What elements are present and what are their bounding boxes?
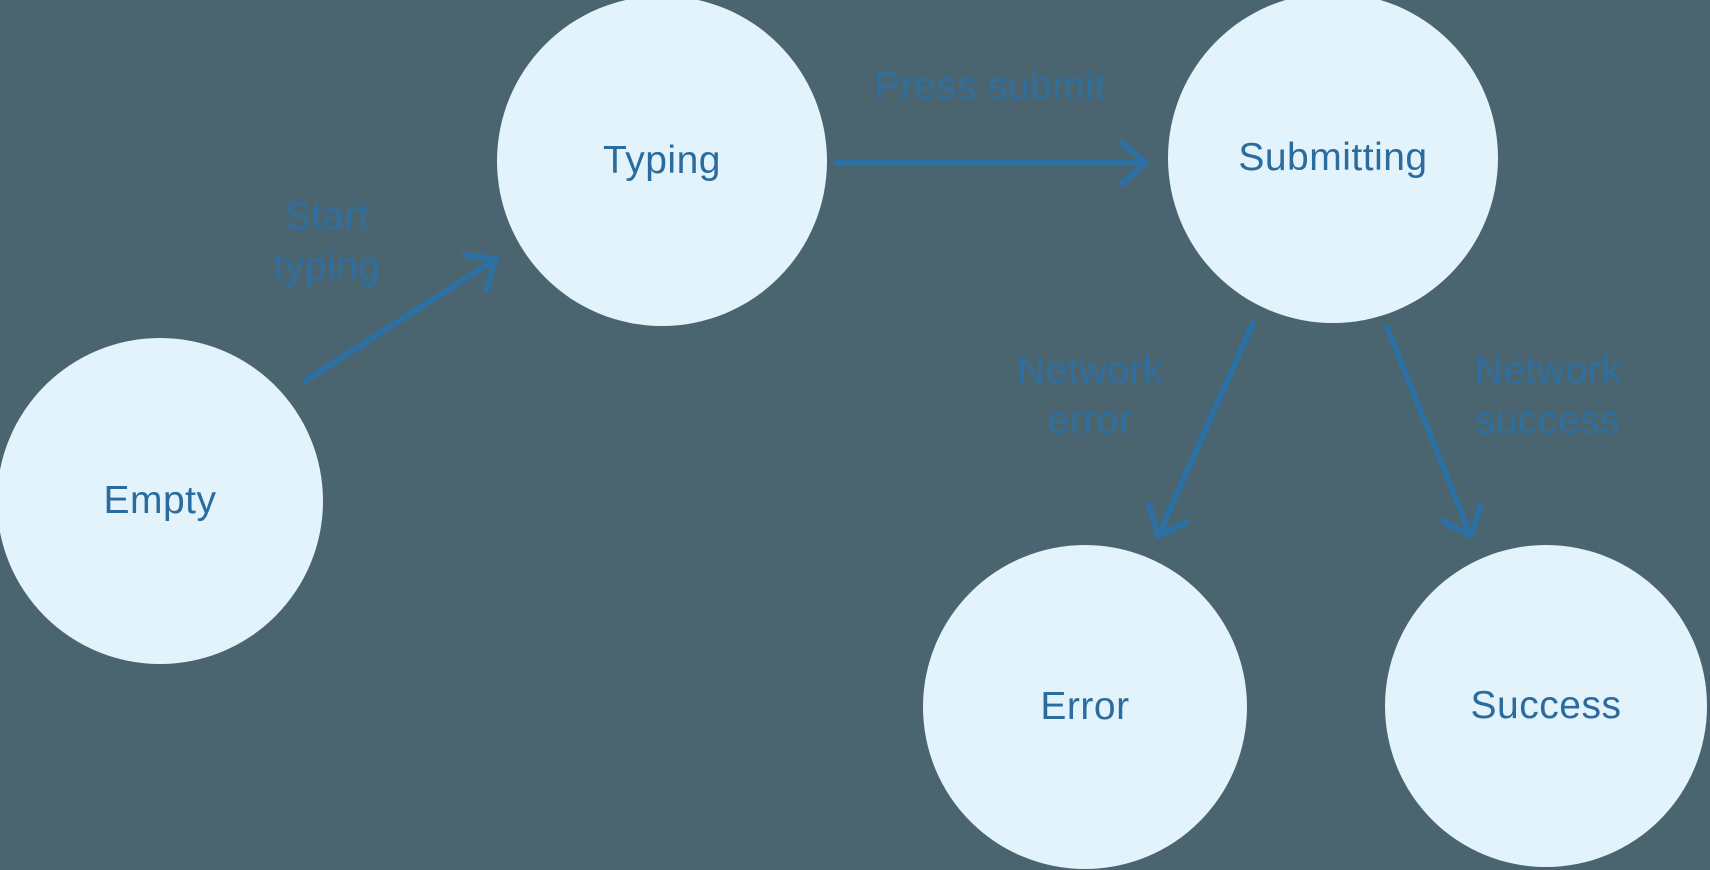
edge-arrow-press-submit bbox=[833, 139, 1149, 187]
state-node-success: Success bbox=[1385, 545, 1707, 867]
edge-label-network-success: Network success bbox=[1474, 349, 1622, 442]
edge-label-network-error: Network error bbox=[1016, 349, 1164, 442]
edge-label-press-submit: Press submit bbox=[874, 65, 1106, 108]
state-node-error: Error bbox=[923, 545, 1247, 869]
state-node-typing: Typing bbox=[497, 0, 827, 326]
state-node-empty: Empty bbox=[0, 338, 323, 664]
state-node-label: Success bbox=[1470, 684, 1622, 727]
state-node-label: Empty bbox=[103, 479, 217, 522]
state-node-label: Typing bbox=[603, 139, 721, 182]
edge-label-start-typing: Start typing bbox=[273, 195, 381, 288]
state-node-label: Submitting bbox=[1238, 136, 1428, 179]
state-node-label: Error bbox=[1040, 685, 1130, 728]
state-node-submitting: Submitting bbox=[1168, 0, 1498, 323]
